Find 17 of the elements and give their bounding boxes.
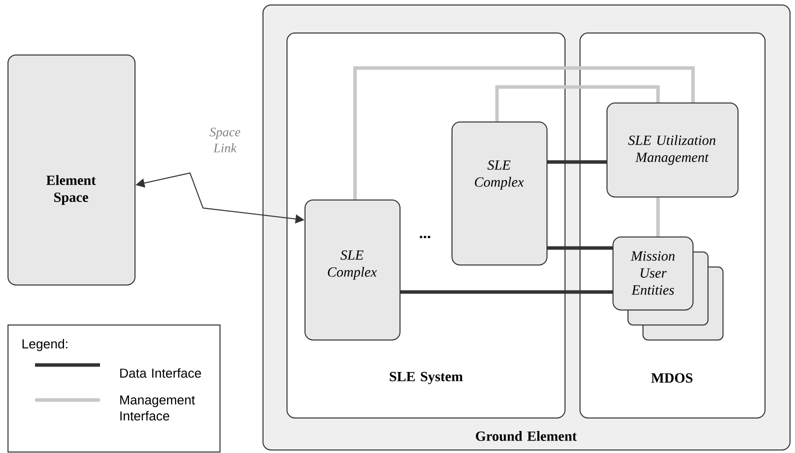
- connector-line: [548, 160, 606, 164]
- edge-label: Space Link: [204, 126, 246, 154]
- connector-line: [353, 66, 695, 200]
- node-label: Mission: [630, 251, 675, 261]
- rounded-box: SLE Utilization Management: [606, 102, 738, 198]
- ellipsis: ...: [420, 236, 430, 238]
- rounded-box: SLE Complex: [452, 122, 548, 266]
- stacked-box-drawing: Mission User Entities: [612, 236, 724, 340]
- legend-text: Management Interface: [120, 395, 195, 421]
- legend-heading: Legend:: [22, 338, 68, 352]
- connector-line: [548, 246, 612, 250]
- rounded-box: Element Space: [8, 54, 136, 286]
- legend-text: Data Interface: [120, 368, 201, 378]
- connector-line: [495, 85, 660, 122]
- connector-line: [656, 198, 660, 236]
- connector-line: [400, 290, 612, 294]
- rounded-box: SLE Complex: [304, 200, 400, 340]
